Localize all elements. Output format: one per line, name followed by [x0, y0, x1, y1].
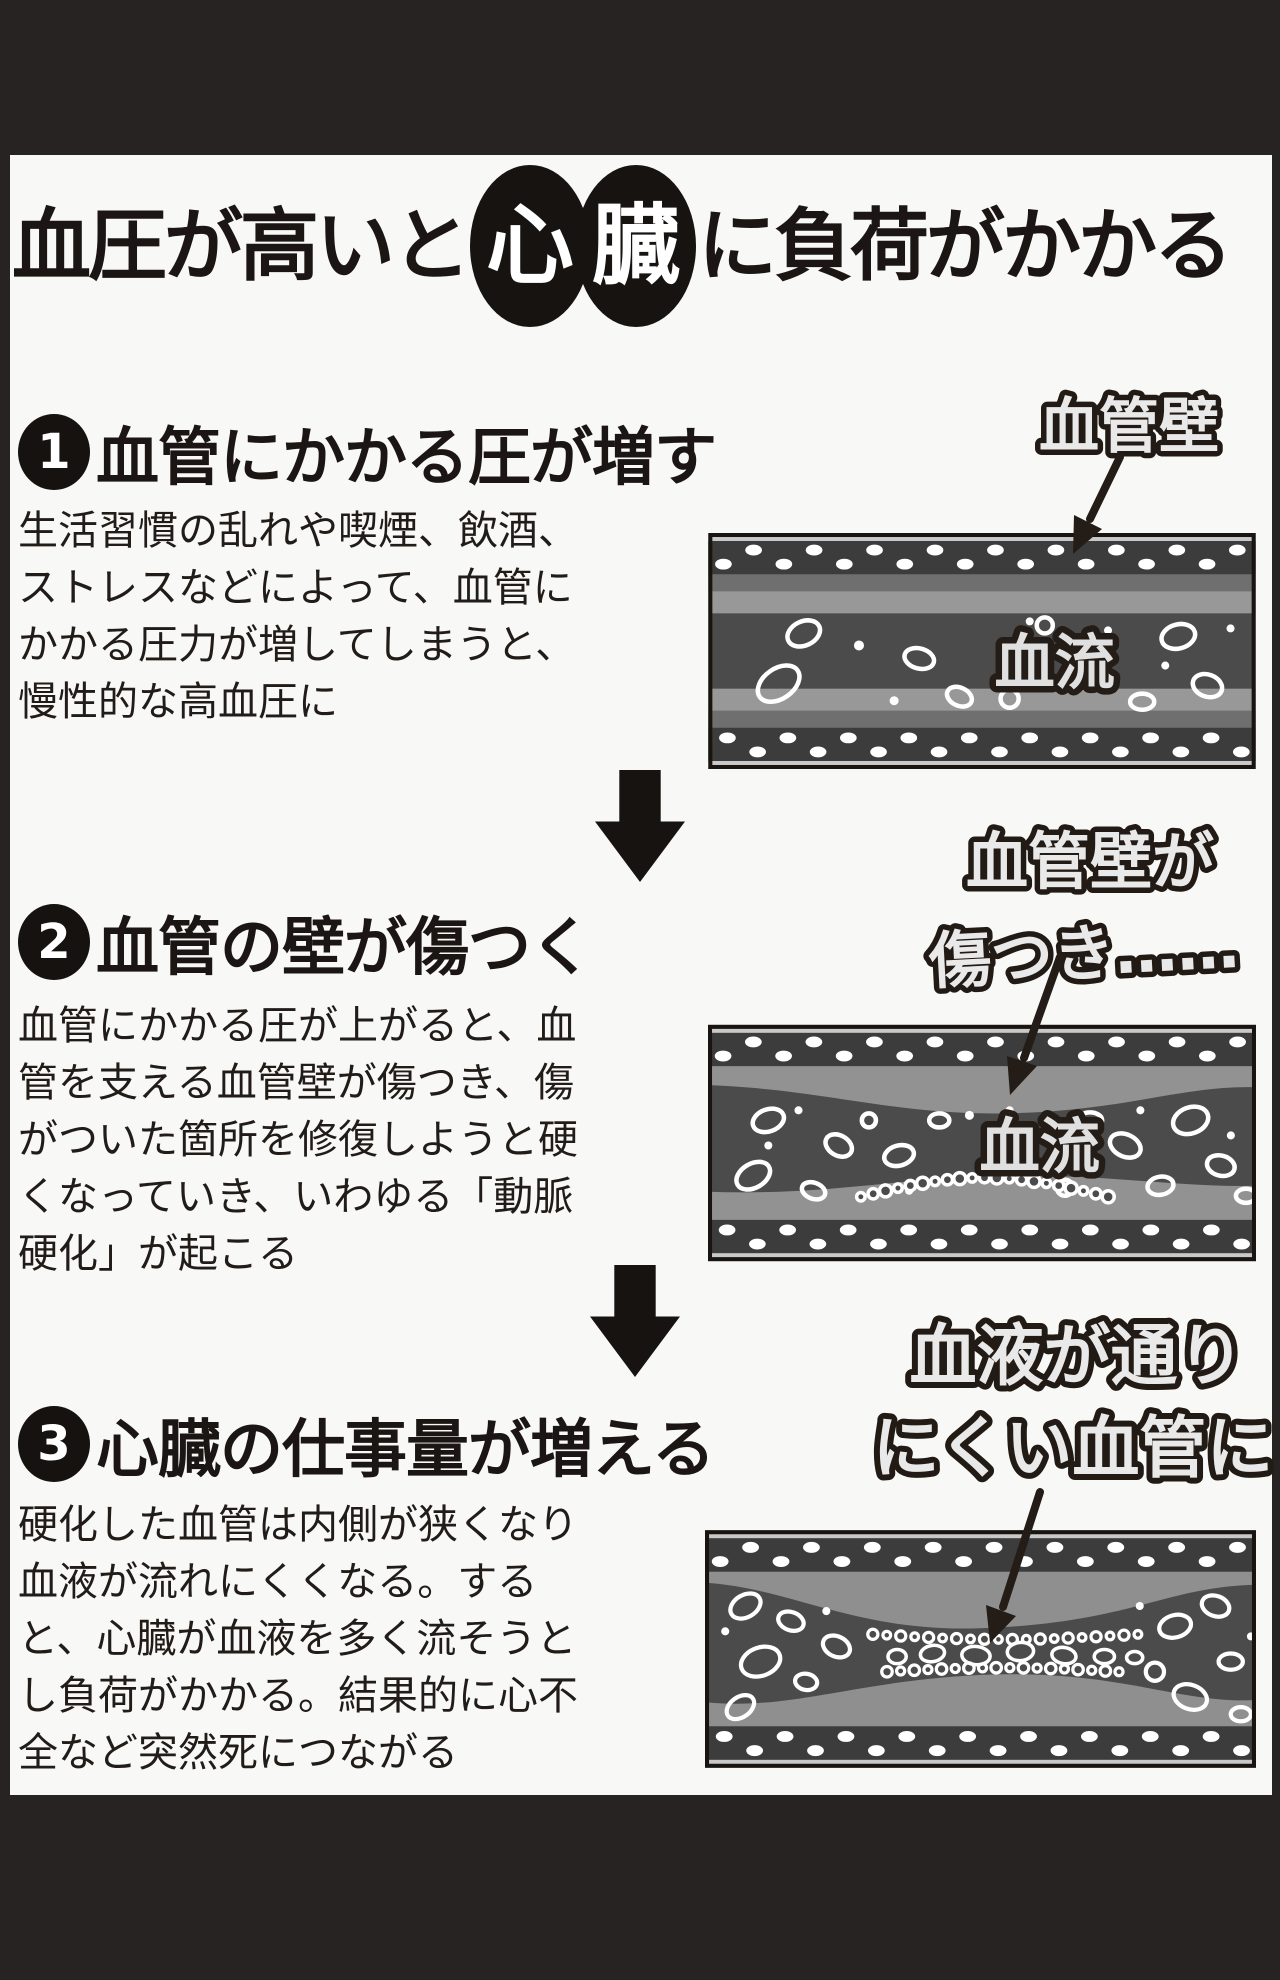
- section-1-heading: 1 血管にかかる圧が増す: [18, 410, 717, 494]
- heart-ellipse-2: 臓: [576, 165, 696, 327]
- section-2-body: 血管にかかる圧が上がると、血 管を支える血管壁が傷つき、傷 がついた箇所を修復し…: [18, 998, 608, 1283]
- body-line: 硬化した血管は内側が狭くなり: [18, 1502, 578, 1548]
- heart-char-2: 臓: [591, 194, 680, 297]
- number-2: 2: [37, 914, 71, 970]
- wall-damaged-label-line1: 血管壁が: [966, 825, 1214, 898]
- number-1: 1: [37, 424, 71, 480]
- section-1-body: 生活習慣の乱れや喫煙、飲酒、 ストレスなどによって、血管に かかる圧力が増してし…: [18, 503, 608, 731]
- section-2-heading: 2 血管の壁が傷つく: [18, 900, 593, 984]
- body-line: 血管にかかる圧が上がると、血: [18, 1003, 577, 1049]
- narrowed-vessel-label-line2: にくい血管に: [873, 1409, 1274, 1487]
- body-line: くなっていき、いわゆる「動脈: [18, 1174, 574, 1220]
- vessel-illustration-narrowed: [705, 1530, 1256, 1768]
- title-post: に負荷がかかる: [698, 199, 1233, 292]
- section-3-heading-text: 心臓の仕事量が増える: [96, 1412, 715, 1486]
- section-2-heading-text: 血管の壁が傷つく: [96, 910, 593, 984]
- vessel-wall-label: 血管壁: [1034, 387, 1225, 468]
- body-line: ストレスなどによって、血管に: [18, 565, 573, 611]
- section-3-heading: 3 心臓の仕事量が増える: [18, 1402, 715, 1486]
- blood-flow-label-2: 血流: [979, 1113, 1100, 1183]
- page-title: 血圧が高いと 心 臓 に負荷がかかる: [12, 161, 1270, 331]
- body-line: と、心臓が血液を多く流そうと: [18, 1616, 577, 1662]
- body-line: 全など突然死につながる: [18, 1730, 458, 1776]
- body-line: 管を支える血管壁が傷つき、傷: [18, 1060, 574, 1106]
- narrowed-vessel-label: 血液が通り にくい血管に: [867, 1311, 1280, 1493]
- section-1-heading-text: 血管にかかる圧が増す: [96, 420, 717, 494]
- body-line: し負荷がかかる。結果的に心不: [18, 1673, 578, 1719]
- vessel-wall-label-text: 血管壁: [1039, 392, 1219, 462]
- wall-damaged-label-line2: 傷つき……: [926, 909, 1240, 998]
- number-3: 3: [37, 1416, 71, 1472]
- heart-char-1: 心: [485, 194, 574, 297]
- number-3-badge: 3: [18, 1406, 90, 1482]
- content-panel: 血圧が高いと 心 臓 に負荷がかかる 1 血管にかかる圧が増す 生活習慣の乱れや…: [10, 155, 1279, 1795]
- narrowed-vessel-label-line1: 血液が通り: [910, 1317, 1245, 1395]
- number-1-badge: 1: [18, 414, 90, 490]
- body-line: 生活習慣の乱れや喫煙、飲酒、: [18, 508, 578, 554]
- vessel-illustration-healthy: 血流: [708, 533, 1256, 769]
- wall-damaged-label: 血管壁が 傷つき……: [921, 820, 1246, 1004]
- body-line: かかる圧力が増してしまうと、: [18, 622, 576, 668]
- section-3-body: 硬化した血管は内側が狭くなり 血液が流れにくくなる。する と、心臓が血液を多く流…: [18, 1497, 608, 1782]
- body-line: 血液が流れにくくなる。する: [18, 1559, 538, 1605]
- body-line: がついた箇所を修復しようと硬: [18, 1117, 578, 1163]
- title-pre: 血圧が高いと: [12, 199, 471, 292]
- body-line: 慢性的な高血圧に: [18, 679, 338, 725]
- body-line: 硬化」が起こる: [18, 1231, 298, 1277]
- number-2-badge: 2: [18, 904, 90, 980]
- vessel-illustration-damaged: 血流: [708, 1024, 1256, 1262]
- down-arrow-step1-to-2: [595, 770, 685, 882]
- title-highlight-heart: 心 臓: [470, 165, 696, 327]
- heart-ellipse-1: 心: [470, 165, 590, 327]
- blood-flow-label-1: 血流: [995, 629, 1116, 699]
